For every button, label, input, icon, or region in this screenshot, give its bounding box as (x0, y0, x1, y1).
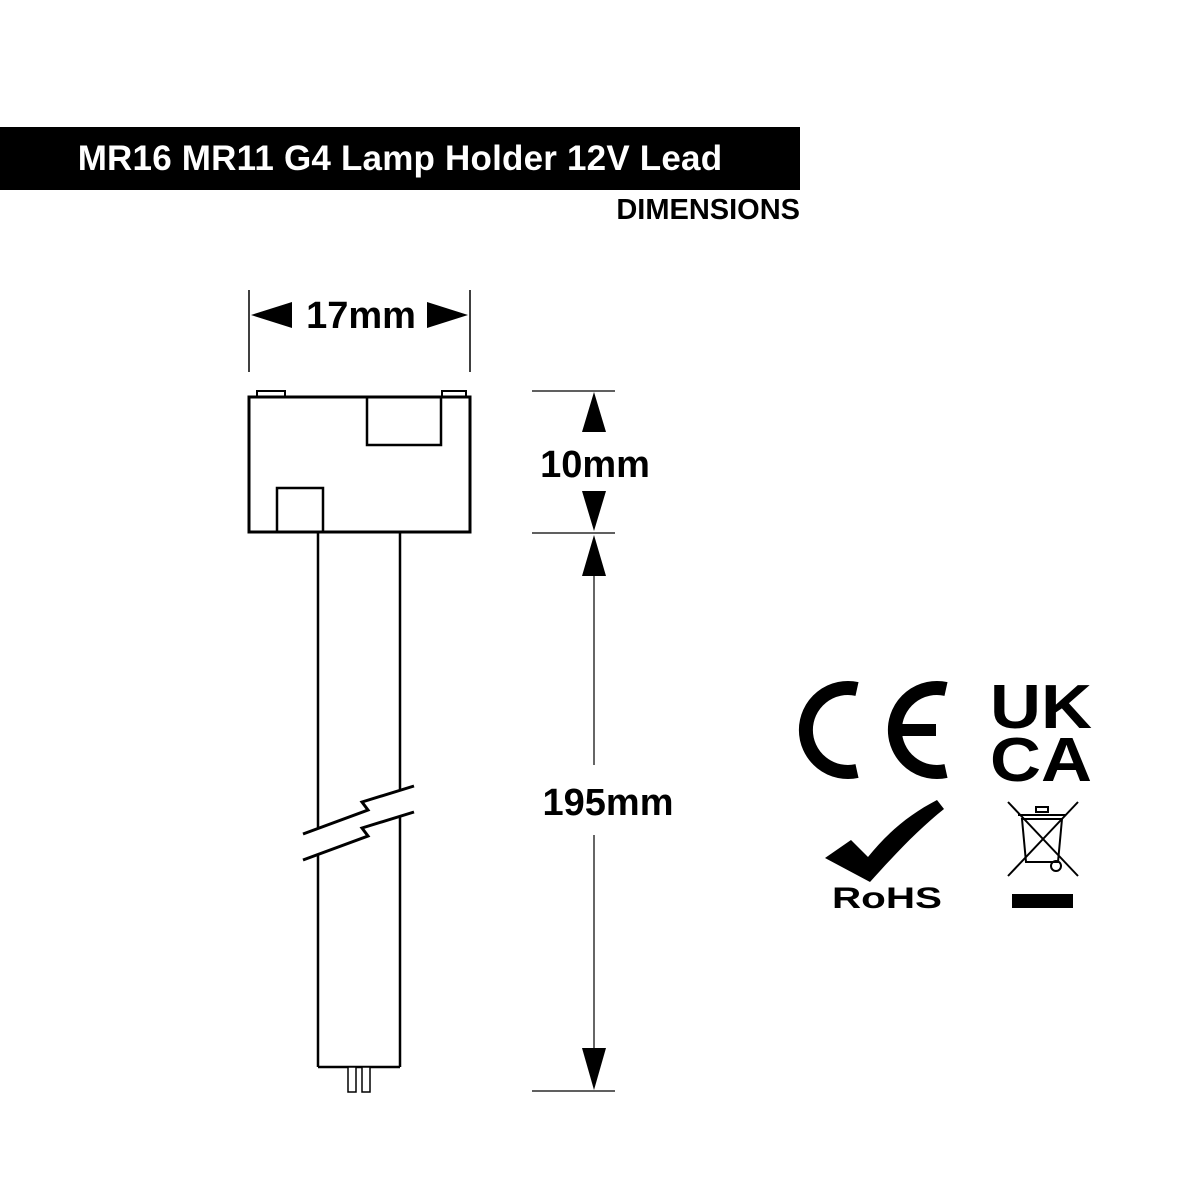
holder-slot-bottom (275, 486, 325, 534)
head-arrow-up (582, 392, 606, 432)
weee-cross-line-2 (1007, 801, 1079, 877)
ce-letter-e (887, 681, 948, 779)
head-arrow-down (582, 491, 606, 531)
title-banner: MR16 MR11 G4 Lamp Holder 12V Lead (0, 127, 800, 190)
holder-slot-top (365, 395, 443, 447)
ce-letter-c (798, 681, 859, 779)
lamp-holder-body (247, 390, 472, 534)
head-height-label: 10mm (540, 444, 650, 486)
ukca-bottom-text: CA (990, 726, 1092, 795)
weee-crossed-bin-icon (1007, 801, 1079, 908)
rohs-check-icon: RoHS (825, 800, 944, 915)
weee-bin-handle (1035, 806, 1049, 813)
height-dimension: 10mm 195mm (532, 390, 674, 1092)
lead-arrow-up (582, 535, 606, 576)
weee-bin-wheel (1050, 860, 1062, 872)
width-arrow-right (427, 302, 468, 328)
lead-pin-left (347, 1066, 357, 1093)
product-title: MR16 MR11 G4 Lamp Holder 12V Lead (77, 138, 723, 178)
lead-cable (302, 532, 415, 1093)
ukca-mark-icon: UK CA (990, 673, 1092, 795)
break-line-upper (302, 784, 415, 836)
width-label: 17mm (306, 295, 416, 337)
holder-outline (247, 395, 472, 534)
rohs-checkmark (825, 800, 944, 882)
lead-arrow-down (582, 1048, 606, 1090)
dimensions-heading: DIMENSIONS (616, 194, 800, 226)
width-arrow-left (251, 302, 292, 328)
ce-mark-icon (798, 681, 948, 779)
lead-pin-right (361, 1066, 371, 1093)
ukca-top-text: UK (990, 673, 1092, 742)
rohs-text: RoHS (832, 882, 942, 915)
lead-length-label: 195mm (543, 782, 674, 824)
break-line-lower (302, 810, 415, 862)
width-dimension: 17mm (248, 290, 471, 372)
weee-bar (1012, 894, 1073, 908)
